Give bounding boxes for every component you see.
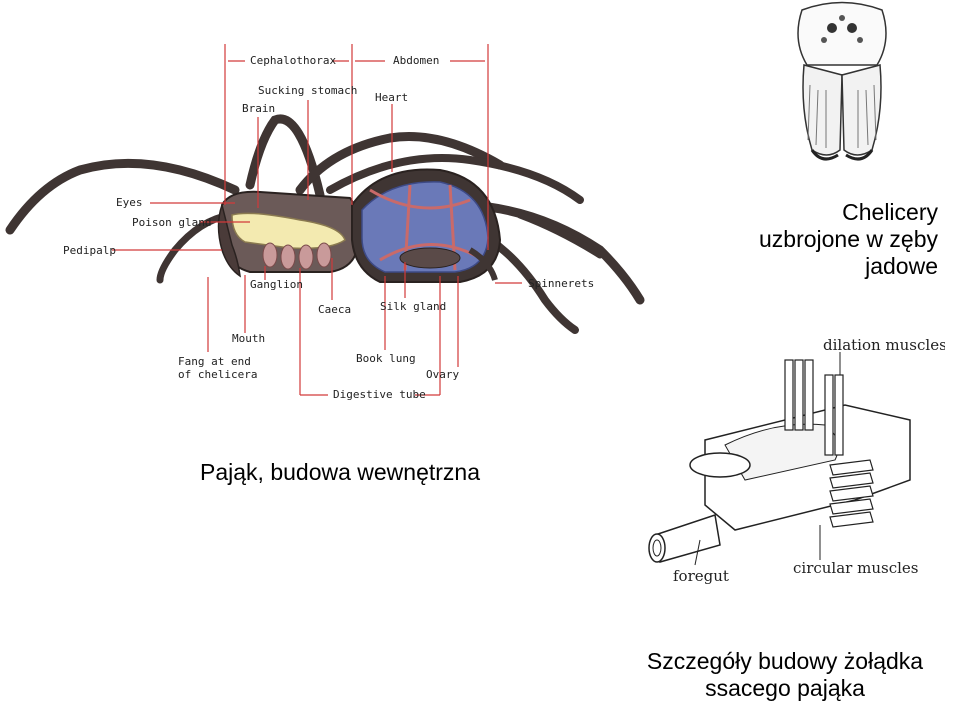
label-brain: Brain (242, 102, 275, 115)
spider-anatomy-caption: Pająk, budowa wewnętrzna (200, 459, 480, 485)
label-foregut: foregut (673, 567, 729, 585)
label-poison-gland: Poison gland (132, 216, 211, 229)
label-fang-line1: Fang at end (178, 355, 251, 368)
label-abdomen: Abdomen (393, 54, 439, 67)
chelicerae-caption-line1: Chelicery (842, 199, 938, 225)
label-ovary: Ovary (426, 368, 459, 381)
label-book-lung: Book lung (356, 352, 416, 365)
chelicerae-caption: Chelicery uzbrojone w zęby jadowe (698, 199, 938, 280)
stomach-caption-line1: Szczegóły budowy żołądka (646, 648, 924, 674)
poison-gland-shape (231, 212, 346, 250)
chelicerae-caption-line3: jadowe (865, 253, 938, 279)
label-ganglion: Ganglion (250, 278, 303, 291)
circular-muscles-shape (829, 459, 874, 528)
label-sucking-stomach: Sucking stomach (258, 84, 357, 97)
caeca-shapes (262, 242, 332, 270)
label-pedipalp: Pedipalp (63, 244, 116, 257)
chelicera-shape (217, 202, 241, 278)
stomach-caption: Szczegóły budowy żołądka ssacego pająka (620, 648, 950, 702)
abdomen-shape (351, 168, 502, 283)
spider-anatomy-diagram: Cephalothorax Abdomen Sucking stomach Br… (5, 44, 645, 401)
label-mouth: Mouth (232, 332, 265, 345)
label-fang-line2: of chelicera (178, 368, 257, 381)
label-caeca: Caeca (318, 303, 351, 316)
label-circular-muscles: circular muscles (793, 559, 918, 577)
dilation-muscles-shape (784, 359, 844, 456)
label-heart: Heart (375, 91, 408, 104)
label-spinnerets: Spinnerets (528, 277, 594, 290)
stomach-caption-line2: ssacego pająka (705, 675, 865, 701)
label-digestive-tube: Digestive tube (333, 388, 426, 401)
sucking-stomach-diagram: dilation muscles foregut circular muscle… (648, 336, 945, 585)
leader-lines (112, 100, 522, 396)
measurement-brackets (224, 44, 489, 250)
label-cephalothorax: Cephalothorax (250, 54, 336, 67)
label-eyes: Eyes (116, 196, 143, 209)
label-silk-gland: Silk gland (380, 300, 446, 313)
chelicerae-caption-line2: uzbrojone w zęby (759, 226, 938, 252)
chelicerae-drawing (797, 1, 887, 161)
label-dilation-muscles: dilation muscles (823, 336, 945, 354)
